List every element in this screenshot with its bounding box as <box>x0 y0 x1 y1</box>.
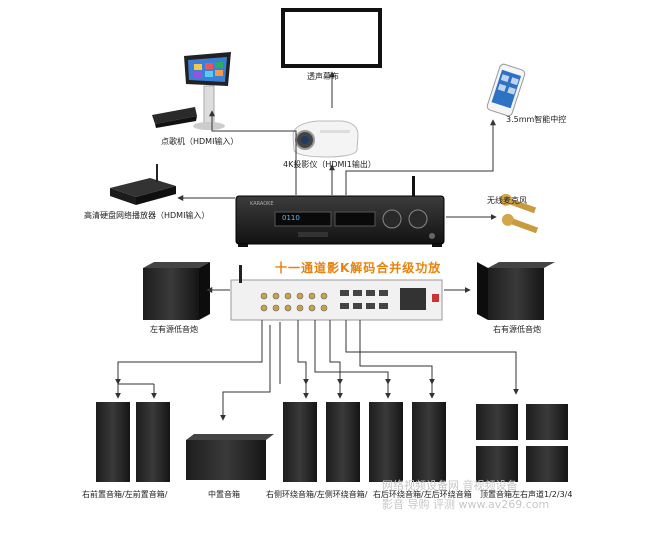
smartphone-icon <box>486 63 526 117</box>
amplifier-brand-label: KARAOKE <box>250 201 274 207</box>
watermark-line-1: 网络视频设备网 音视频设备 <box>382 479 518 492</box>
front-speakers-label: 右前置音箱/左前置音箱/ <box>82 490 168 499</box>
center-speaker-label: 中置音箱 <box>208 490 240 499</box>
amplifier-rear-panel-icon <box>230 265 443 321</box>
projection-screen <box>281 8 382 68</box>
sub-left-label: 左有源低音炮 <box>150 325 198 334</box>
rear-surround-label: 右后环绕音箱/左后环绕音箱 <box>373 490 472 499</box>
karaoke-label: 点歌机（HDMI输入） <box>161 137 239 146</box>
rear-surround-speakers-icon <box>369 402 446 482</box>
connection-lines <box>115 71 519 421</box>
amplifier-front-icon <box>235 176 445 247</box>
karaoke-machine-icon <box>152 52 231 130</box>
ceiling-speakers-icon <box>476 404 568 482</box>
center-speaker-icon <box>186 434 274 480</box>
screen-label: 透声幕布 <box>307 72 339 81</box>
diagram-title: 十一通道影K解码合并级功放 <box>275 261 442 275</box>
amplifier-display: 0110 <box>282 214 300 222</box>
side-surround-label: 右侧环绕音箱/左侧环绕音箱/ <box>266 490 368 499</box>
media-player-label: 高清硬盘网络播放器（HDMI输入） <box>84 211 210 220</box>
projector-icon <box>292 120 359 158</box>
sub-right-label: 右有源低音炮 <box>493 325 541 334</box>
front-speakers-icon <box>96 402 170 482</box>
phone-label: 3.5mm智能中控 <box>506 115 567 124</box>
projector-label: 4K投影仪（HDMI1输出） <box>283 160 376 169</box>
subwoofer-left-icon <box>143 262 210 320</box>
media-player-icon <box>110 164 176 205</box>
watermark-line-2: 影音 导购 评测 www.av269.com <box>382 498 550 511</box>
side-surround-speakers-icon <box>283 402 360 482</box>
subwoofer-right-icon <box>477 262 555 320</box>
microphone-icon <box>499 193 539 234</box>
ceiling-speakers-label: 顶置音箱左右声道1/2/3/4 <box>480 490 573 499</box>
microphone-label: 无线麦克风 <box>487 196 527 205</box>
